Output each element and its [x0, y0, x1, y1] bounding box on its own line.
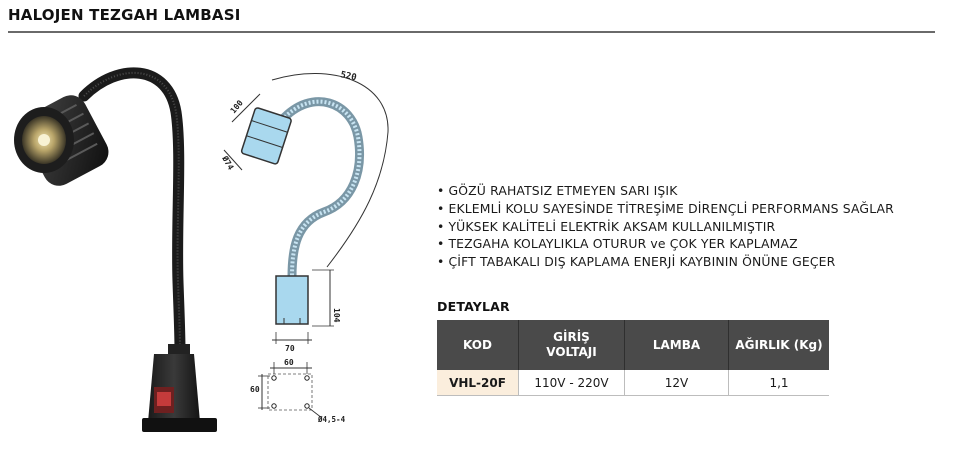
column-header-weight: AĞIRLIK (Kg) [728, 320, 829, 370]
column-header-code: KOD [437, 320, 519, 370]
cell-code: VHL-20F [437, 370, 519, 396]
dim-hole: Ø4,5-4 [317, 415, 346, 424]
feature-list: GÖZÜ RAHATSIZ ETMEYEN SARI IŞIK EKLEMLİ … [437, 182, 894, 271]
page-title: HALOJEN TEZGAH LAMBASI [8, 6, 241, 24]
lamp-photo [14, 67, 217, 432]
details-heading: DETAYLAR [437, 299, 510, 314]
dim-hole-spacing-x: 60 [284, 358, 294, 367]
feature-item: TEZGAHA KOLAYLIKLA OTURUR ve ÇOK YER KAP… [437, 235, 894, 253]
dim-base-width: 70 [285, 344, 295, 353]
dim-head-dia: Ø74 [220, 153, 236, 172]
feature-item: EKLEMLİ KOLU SAYESİNDE TİTREŞİME DİRENÇL… [437, 200, 894, 218]
feature-item: GÖZÜ RAHATSIZ ETMEYEN SARI IŞIK [437, 182, 894, 200]
table-header-row: KOD GİRİŞ VOLTAJI LAMBA AĞIRLIK (Kg) [437, 320, 829, 370]
feature-item: YÜKSEK KALİTELİ ELEKTRİK AKSAM KULLANILM… [437, 218, 894, 236]
dim-head: 100 [229, 98, 245, 115]
column-header-voltage: GİRİŞ VOLTAJI [518, 320, 625, 370]
column-header-voltage-label: GİRİŞ VOLTAJI [546, 330, 597, 359]
title-rule [8, 31, 935, 33]
feature-item: ÇİFT TABAKALI DIŞ KAPLAMA ENERJİ KAYBINI… [437, 253, 894, 271]
spec-table: KOD GİRİŞ VOLTAJI LAMBA AĞIRLIK (Kg) VHL… [437, 320, 829, 396]
technical-drawing: 520 100 Ø74 104 70 60 60 Ø4,5-4 [220, 70, 389, 424]
dim-hole-spacing-y: 60 [250, 385, 260, 394]
cell-lamp: 12V [624, 370, 729, 396]
table-row: VHL-20F 110V - 220V 12V 1,1 [437, 370, 829, 396]
dim-length: 520 [339, 70, 357, 83]
column-header-lamp: LAMBA [624, 320, 729, 370]
dim-base-height: 104 [332, 308, 341, 323]
cell-weight: 1,1 [728, 370, 829, 396]
cell-voltage: 110V - 220V [518, 370, 625, 396]
